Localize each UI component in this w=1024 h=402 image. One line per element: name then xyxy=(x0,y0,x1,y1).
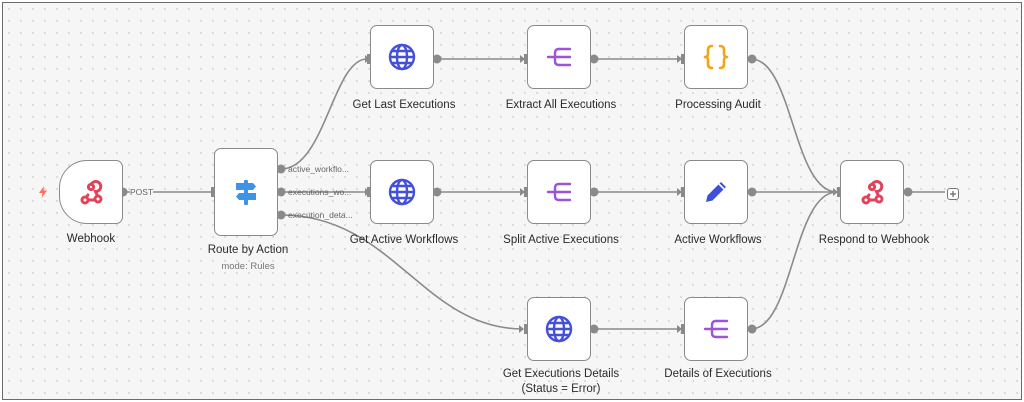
pencil-icon xyxy=(706,182,726,202)
split-out-icon xyxy=(546,182,572,202)
connection-detailsexec-respond xyxy=(750,191,838,330)
edge-label-details: execution_deta... xyxy=(288,210,353,220)
globe-icon xyxy=(545,315,573,343)
node-split-active-executions[interactable] xyxy=(527,160,591,224)
node-route-by-action[interactable] xyxy=(214,148,278,236)
connections-layer xyxy=(118,54,945,334)
connection-route-getdetails xyxy=(280,214,524,330)
trigger-bolt-icon xyxy=(39,186,47,198)
add-node-button[interactable] xyxy=(947,188,959,200)
webhook-icon xyxy=(80,180,103,205)
node-label-get-last: Get Last Executions xyxy=(352,99,456,111)
connection-audit-respond xyxy=(750,58,838,193)
node-label-details-of-executions: Details of Executions xyxy=(664,368,772,380)
node-active-workflows[interactable] xyxy=(684,160,748,224)
node-get-last-executions[interactable] xyxy=(370,25,434,89)
signpost-icon xyxy=(236,180,256,205)
node-respond-to-webhook[interactable] xyxy=(840,160,904,224)
connection-route-getlast xyxy=(280,58,368,170)
node-label-respond: Respond to Webhook xyxy=(818,234,930,246)
node-label-get-details: Get Executions Details (Status = Error) xyxy=(502,368,620,395)
node-label-webhook: Webhook xyxy=(66,233,116,245)
node-label-active-workflows: Active Workflows xyxy=(674,234,762,246)
edge-label-post: POST xyxy=(130,187,154,197)
node-extract-all-executions[interactable] xyxy=(527,25,591,89)
edge-label-active: active_workflo... xyxy=(288,164,349,174)
node-webhook[interactable] xyxy=(59,160,123,224)
node-subtitle-route: mode: Rules xyxy=(221,261,275,272)
webhook-icon xyxy=(861,180,884,205)
globe-icon xyxy=(388,43,416,71)
node-label-route: Route by Action xyxy=(207,244,289,256)
node-label-processing-audit: Processing Audit xyxy=(675,99,761,111)
edge-label-executions: executions_wo... xyxy=(288,187,352,197)
code-braces-icon xyxy=(703,44,729,70)
globe-icon xyxy=(388,178,416,206)
split-out-icon xyxy=(703,319,729,339)
node-label-split-active: Split Active Executions xyxy=(503,234,619,246)
node-label-get-active: Get Active Workflows xyxy=(349,234,459,246)
node-processing-audit[interactable] xyxy=(684,25,748,89)
node-get-active-workflows[interactable] xyxy=(370,160,434,224)
node-details-of-executions[interactable] xyxy=(684,297,748,361)
plus-icon xyxy=(950,191,956,197)
node-label-extract-all: Extract All Executions xyxy=(505,99,617,111)
node-get-executions-details[interactable] xyxy=(527,297,591,361)
split-out-icon xyxy=(546,47,572,67)
